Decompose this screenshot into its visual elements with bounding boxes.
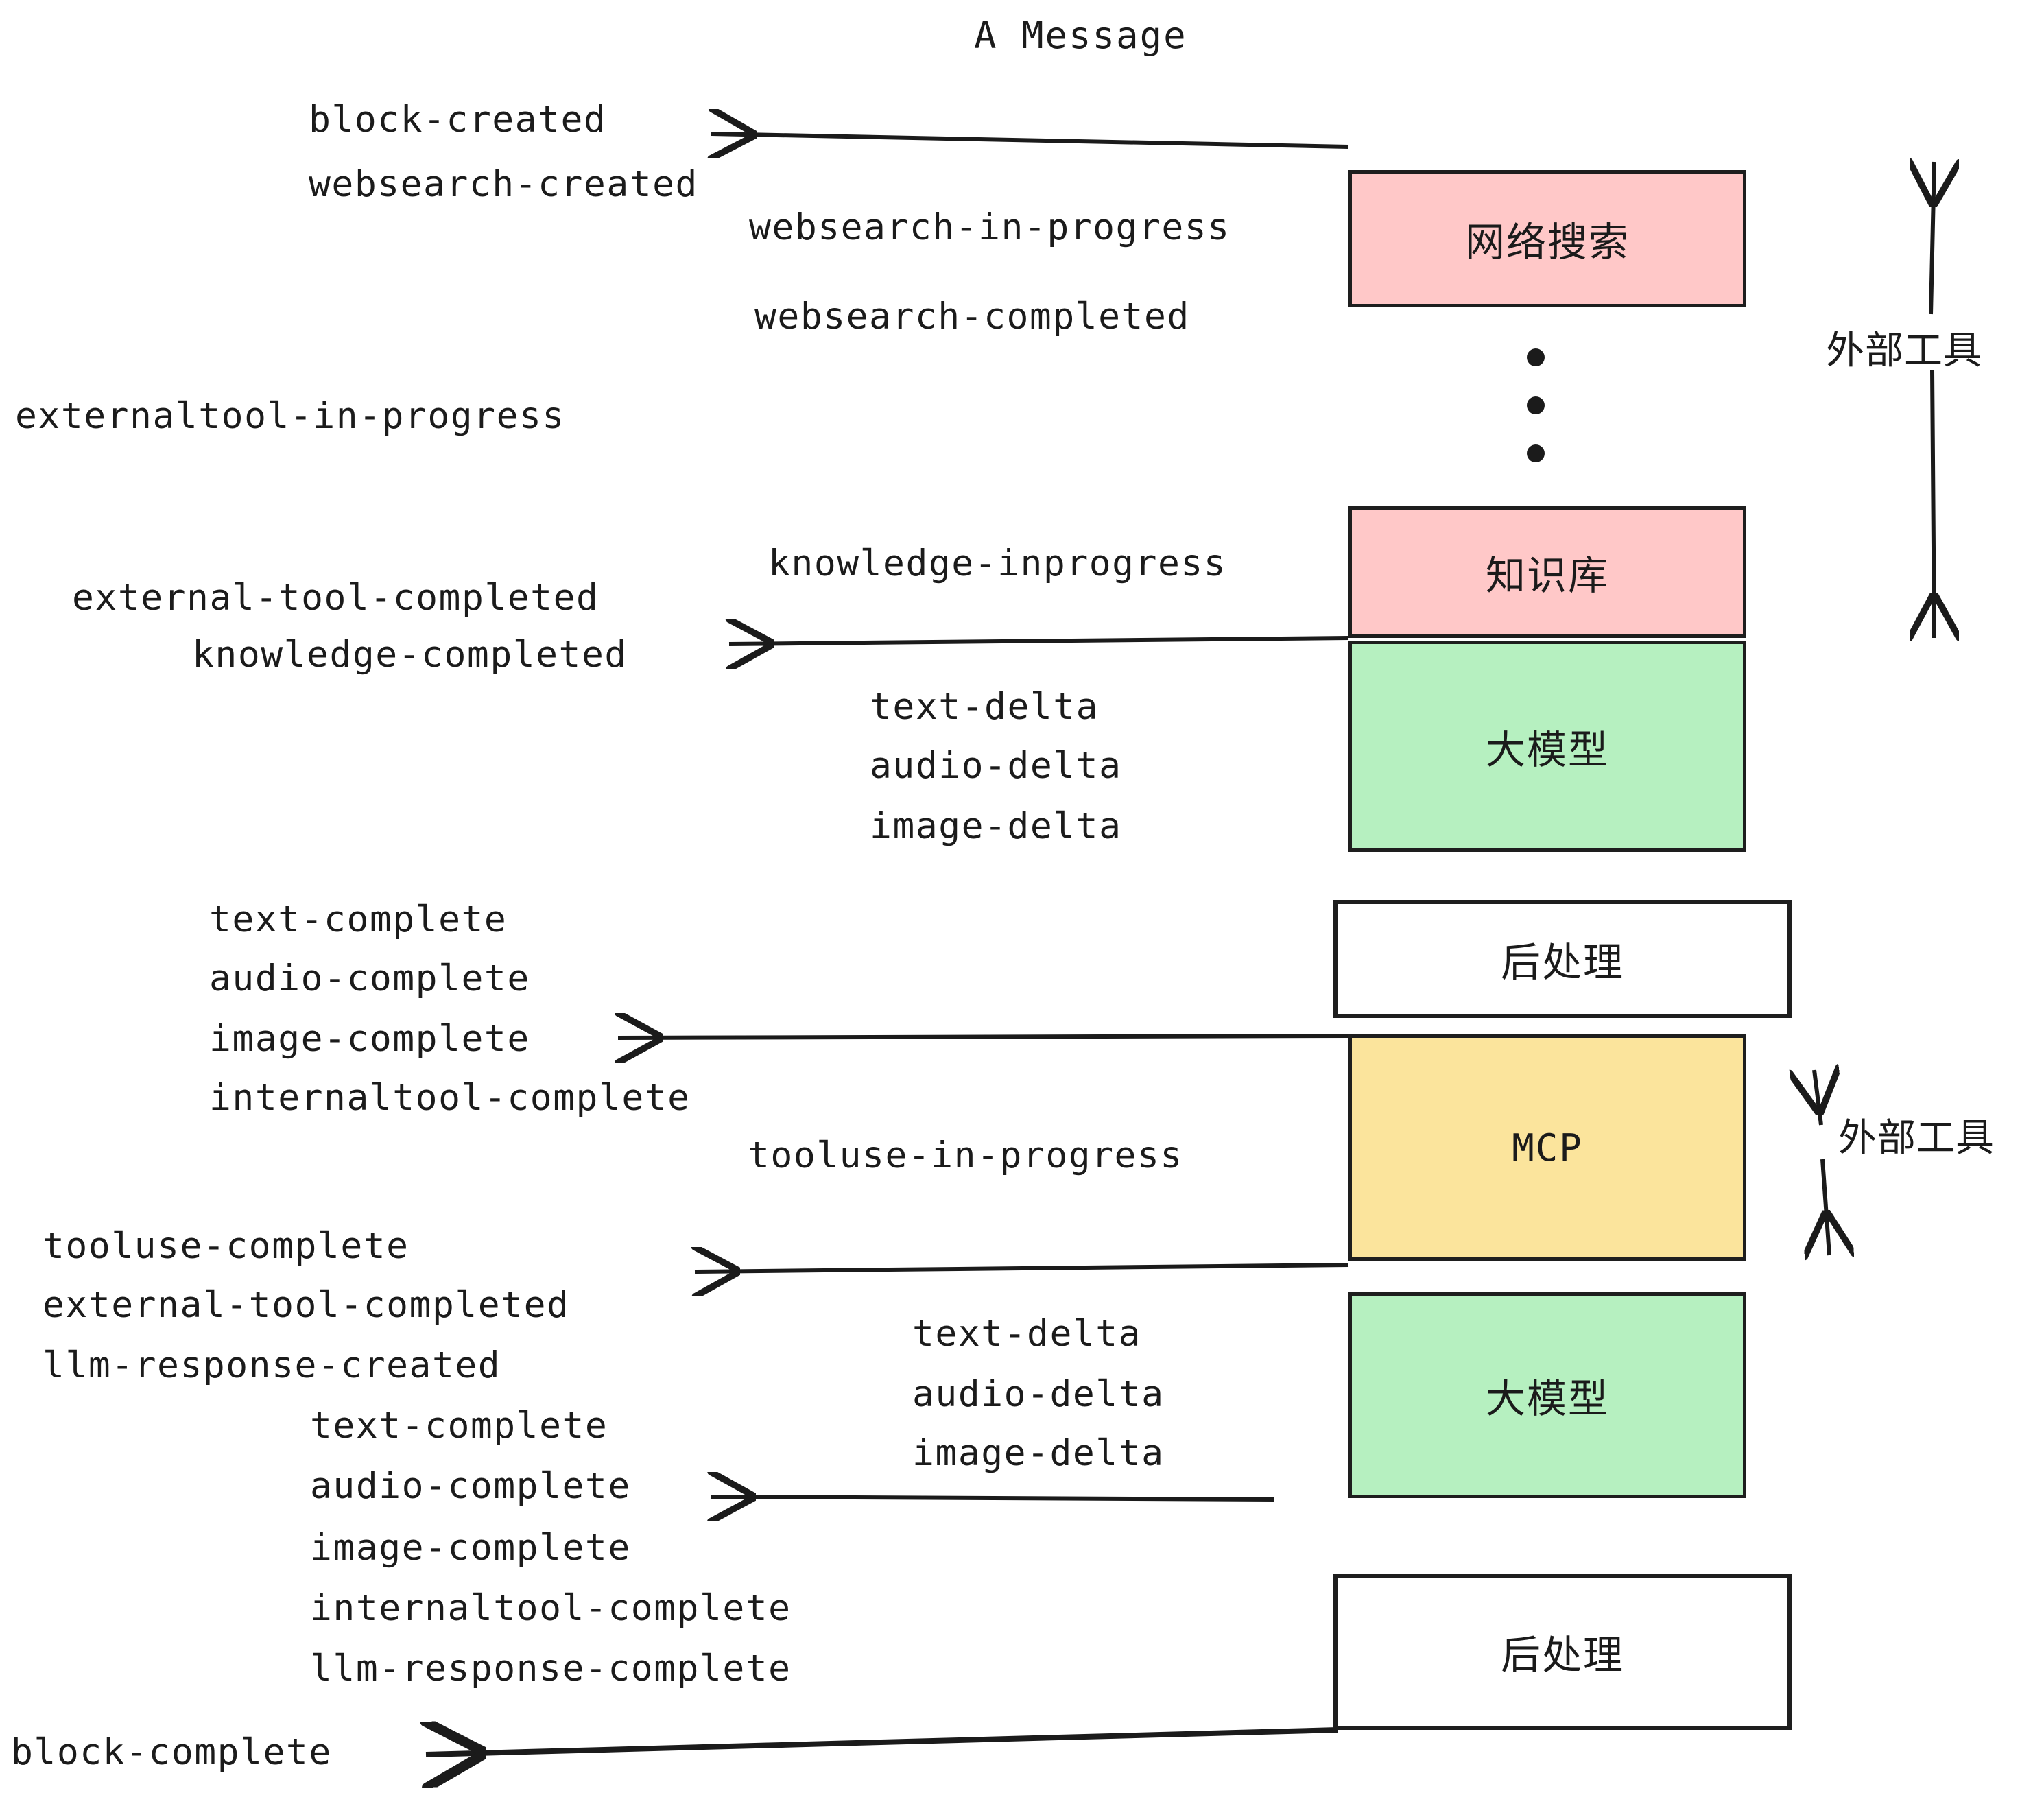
node-postprocess-1-label: 后处理: [1500, 939, 1624, 986]
arrow-websearch-to-created: [711, 134, 1349, 147]
node-mcp[interactable]: MCP: [1348, 1034, 1746, 1261]
arrow-knowledge-to-completed: [729, 638, 1349, 644]
node-llm-1-label: 大模型: [1485, 726, 1609, 773]
node-llm-2-label: 大模型: [1485, 1375, 1609, 1422]
bracket-bottom-label: 外部工具: [1838, 1116, 1995, 1161]
event-label-text-complete-2: text-complete: [310, 1405, 608, 1447]
event-label-image-delta-2: image-delta: [912, 1432, 1165, 1474]
event-label-websearch-in-progress: websearch-in-progress: [749, 206, 1231, 248]
node-llm-1[interactable]: 大模型: [1348, 641, 1746, 852]
ellipsis-dot-3: [1527, 444, 1545, 462]
event-label-websearch-completed: websearch-completed: [754, 296, 1190, 337]
event-label-external-tool-completed-2: external-tool-completed: [43, 1284, 570, 1326]
event-label-audio-complete-2: audio-complete: [310, 1465, 631, 1507]
bracket-top-arrow: [1931, 162, 1934, 638]
event-label-llm-response-created: llm-response-created: [43, 1344, 501, 1386]
diagram-title: A Message: [974, 14, 1187, 57]
event-label-internaltool-complete-2: internaltool-complete: [310, 1587, 792, 1629]
event-label-tooluse-in-progress: tooluse-in-progress: [748, 1135, 1183, 1176]
event-label-image-complete-1: image-complete: [209, 1018, 530, 1060]
arrow-mcp-to-tooluse-complete: [695, 1265, 1349, 1272]
node-postprocess-1[interactable]: 后处理: [1333, 900, 1792, 1018]
node-knowledge[interactable]: 知识库: [1348, 506, 1746, 638]
event-label-block-created: block-created: [309, 99, 607, 141]
event-label-block-complete: block-complete: [11, 1731, 332, 1773]
event-label-audio-delta-1: audio-delta: [870, 745, 1122, 787]
event-label-image-complete-2: image-complete: [310, 1527, 631, 1569]
event-label-text-delta-2: text-delta: [912, 1313, 1142, 1355]
event-label-llm-response-complete: llm-response-complete: [310, 1648, 792, 1689]
node-knowledge-label: 知识库: [1485, 552, 1609, 599]
event-label-externaltool-in-progress: externaltool-in-progress: [15, 395, 565, 437]
event-label-external-tool-completed-1: external-tool-completed: [72, 577, 599, 619]
arrow-postprocess-to-block-complete: [426, 1730, 1338, 1755]
ellipsis-dot-2: [1527, 396, 1545, 414]
arrow-llm2-to-audio-complete: [711, 1497, 1274, 1499]
node-websearch[interactable]: 网络搜索: [1348, 170, 1746, 307]
event-label-image-delta-1: image-delta: [870, 805, 1122, 847]
event-label-internaltool-complete-1: internaltool-complete: [209, 1077, 691, 1119]
node-mcp-label: MCP: [1512, 1126, 1583, 1170]
bracket-bottom-arrow: [1814, 1070, 1829, 1255]
node-websearch-label: 网络搜索: [1464, 219, 1630, 265]
node-llm-2[interactable]: 大模型: [1348, 1292, 1746, 1498]
event-label-text-delta-1: text-delta: [870, 686, 1100, 728]
event-label-audio-complete-1: audio-complete: [209, 958, 530, 999]
arrow-llm1-to-image-complete: [618, 1036, 1349, 1038]
event-label-text-complete-1: text-complete: [209, 899, 508, 940]
node-postprocess-2-label: 后处理: [1500, 1632, 1624, 1678]
event-label-websearch-created: websearch-created: [309, 163, 698, 205]
ellipsis-dot-1: [1527, 348, 1545, 366]
bracket-top-label: 外部工具: [1826, 329, 1982, 373]
event-label-tooluse-complete: tooluse-complete: [43, 1225, 409, 1267]
event-label-audio-delta-2: audio-delta: [912, 1373, 1165, 1415]
node-postprocess-2[interactable]: 后处理: [1333, 1574, 1792, 1730]
event-label-knowledge-inprogress: knowledge-inprogress: [768, 543, 1227, 584]
event-label-knowledge-completed: knowledge-completed: [192, 634, 628, 676]
